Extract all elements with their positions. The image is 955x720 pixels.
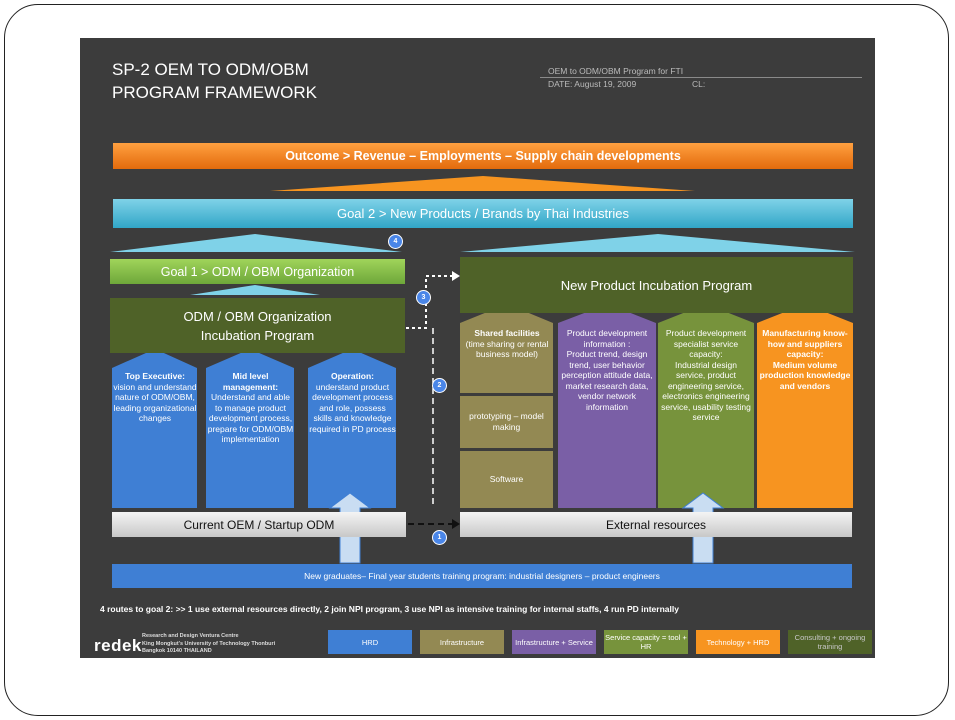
outcome-bar: Outcome > Revenue – Employments – Supply… bbox=[113, 143, 853, 169]
odm-line-2: Incubation Program bbox=[200, 327, 315, 343]
meta-program: OEM to ODM/OBM Program for FTI bbox=[548, 66, 684, 76]
slide: SP-2 OEM TO ODM/OBM PROGRAM FRAMEWORK OE… bbox=[80, 38, 875, 658]
resource-column-shape-3 bbox=[757, 304, 853, 508]
infra-box-1-heading: Shared facilities bbox=[474, 328, 540, 338]
hrd-column-2: Mid level management: Understand and abl… bbox=[207, 371, 294, 445]
odm-incubation-box: ODM / OBM Organization Incubation Progra… bbox=[110, 298, 405, 353]
resource-column-2-heading: Product development specialist service c… bbox=[665, 328, 747, 359]
current-oem-bar: Current OEM / Startup ODM bbox=[112, 512, 406, 537]
hrd-column-shape-1 bbox=[112, 349, 197, 508]
route-3-connector bbox=[406, 275, 452, 329]
meta-divider bbox=[540, 77, 862, 78]
org-line-2: King Mongkut's University of Technology … bbox=[142, 640, 276, 647]
title-line-2: PROGRAM FRAMEWORK bbox=[112, 83, 317, 102]
goal1-triangle bbox=[110, 234, 402, 252]
routes-note: 4 routes to goal 2: >> 1 use external re… bbox=[100, 604, 679, 614]
resource-column-1-body: Product trend, design trend, user behavi… bbox=[561, 349, 653, 412]
odm-triangle bbox=[190, 285, 320, 295]
resource-column-1-heading: Product development information : bbox=[566, 328, 648, 349]
route-marker-2: 2 bbox=[432, 378, 447, 393]
hrd-column-3-heading: Operation: bbox=[331, 371, 374, 381]
route-3-arrowhead bbox=[452, 271, 460, 281]
resource-column-shape-2 bbox=[658, 304, 754, 508]
legend-infrastructure-service: Infrastructure + Service bbox=[512, 630, 596, 654]
meta-cl: CL: bbox=[692, 79, 706, 89]
title-line-1: SP-2 OEM TO ODM/OBM bbox=[112, 60, 309, 79]
legend-infrastructure: Infrastructure bbox=[420, 630, 504, 654]
goal2-bar: Goal 2 > New Products / Brands by Thai I… bbox=[113, 199, 853, 228]
infra-box-1-body: (time sharing or rental business model) bbox=[465, 338, 549, 360]
hrd-column-1: Top Executive: vision and understand nat… bbox=[113, 371, 197, 424]
resource-column-2-body: Industrial design service, product engin… bbox=[661, 359, 751, 423]
route-marker-1: 1 bbox=[432, 530, 447, 545]
outcome-triangle bbox=[270, 176, 695, 191]
diagram-shapes bbox=[110, 176, 855, 564]
infra-box-2: prototyping – model making bbox=[460, 396, 553, 448]
hrd-column-1-heading: Top Executive: bbox=[125, 371, 185, 381]
resource-column-2: Product development specialist service c… bbox=[660, 328, 752, 423]
infra-box-shape-1 bbox=[460, 304, 553, 393]
route-1-arrowhead bbox=[452, 519, 460, 529]
npi-triangle bbox=[460, 234, 855, 252]
resource-column-3: Manufacturing know-how and suppliers cap… bbox=[759, 328, 851, 391]
hrd-column-3: Operation: understand product developmen… bbox=[309, 371, 396, 434]
goal1-bar: Goal 1 > ODM / OBM Organization bbox=[110, 259, 405, 284]
org-address: Research and Design Ventura Centre King … bbox=[142, 633, 275, 656]
hrd-column-1-body: vision and understand nature of ODM/OBM,… bbox=[113, 381, 197, 424]
legend-service-capacity: Service capacity = tool + HR bbox=[604, 630, 688, 654]
hrd-column-2-body: Understand and able to manage product de… bbox=[207, 392, 294, 444]
legend-hrd: HRD bbox=[328, 630, 412, 654]
resource-column-3-heading: Manufacturing know-how and suppliers cap… bbox=[762, 328, 848, 359]
odm-line-1: ODM / OBM Organization bbox=[183, 308, 332, 324]
page-title: SP-2 OEM TO ODM/OBM PROGRAM FRAMEWORK bbox=[112, 58, 317, 104]
redek-logo: redek bbox=[94, 636, 142, 655]
npi-box: New Product Incubation Program bbox=[460, 257, 853, 313]
legend-technology-hrd: Technology + HRD bbox=[696, 630, 780, 654]
meta-date: DATE: August 19, 2009 bbox=[548, 79, 637, 89]
infra-box-3: Software bbox=[460, 451, 553, 508]
route-marker-3: 3 bbox=[416, 290, 431, 305]
route-marker-4: 4 bbox=[388, 234, 403, 249]
graduates-bar: New graduates– Final year students train… bbox=[112, 564, 852, 588]
legend-consulting: Consulting + ongoing training bbox=[788, 630, 872, 654]
hrd-column-shape-3 bbox=[308, 349, 396, 508]
infra-box-1: Shared facilities (time sharing or renta… bbox=[461, 328, 553, 360]
resource-column-shape-1 bbox=[558, 304, 656, 508]
slide-frame bbox=[4, 4, 949, 716]
hrd-column-shape-2 bbox=[206, 349, 294, 508]
resource-column-1: Product development information : Produc… bbox=[560, 328, 654, 412]
external-resources-bar: External resources bbox=[460, 512, 852, 537]
resource-column-3-body: Medium volume production knowledge and v… bbox=[759, 359, 851, 391]
org-line-1: Research and Design Ventura Centre bbox=[142, 633, 239, 639]
hrd-column-3-body: understand product development process a… bbox=[309, 381, 396, 434]
hrd-column-2-heading: Mid level management: bbox=[222, 371, 279, 392]
org-line-3: Bangkok 10140 THAILAND bbox=[142, 648, 212, 654]
